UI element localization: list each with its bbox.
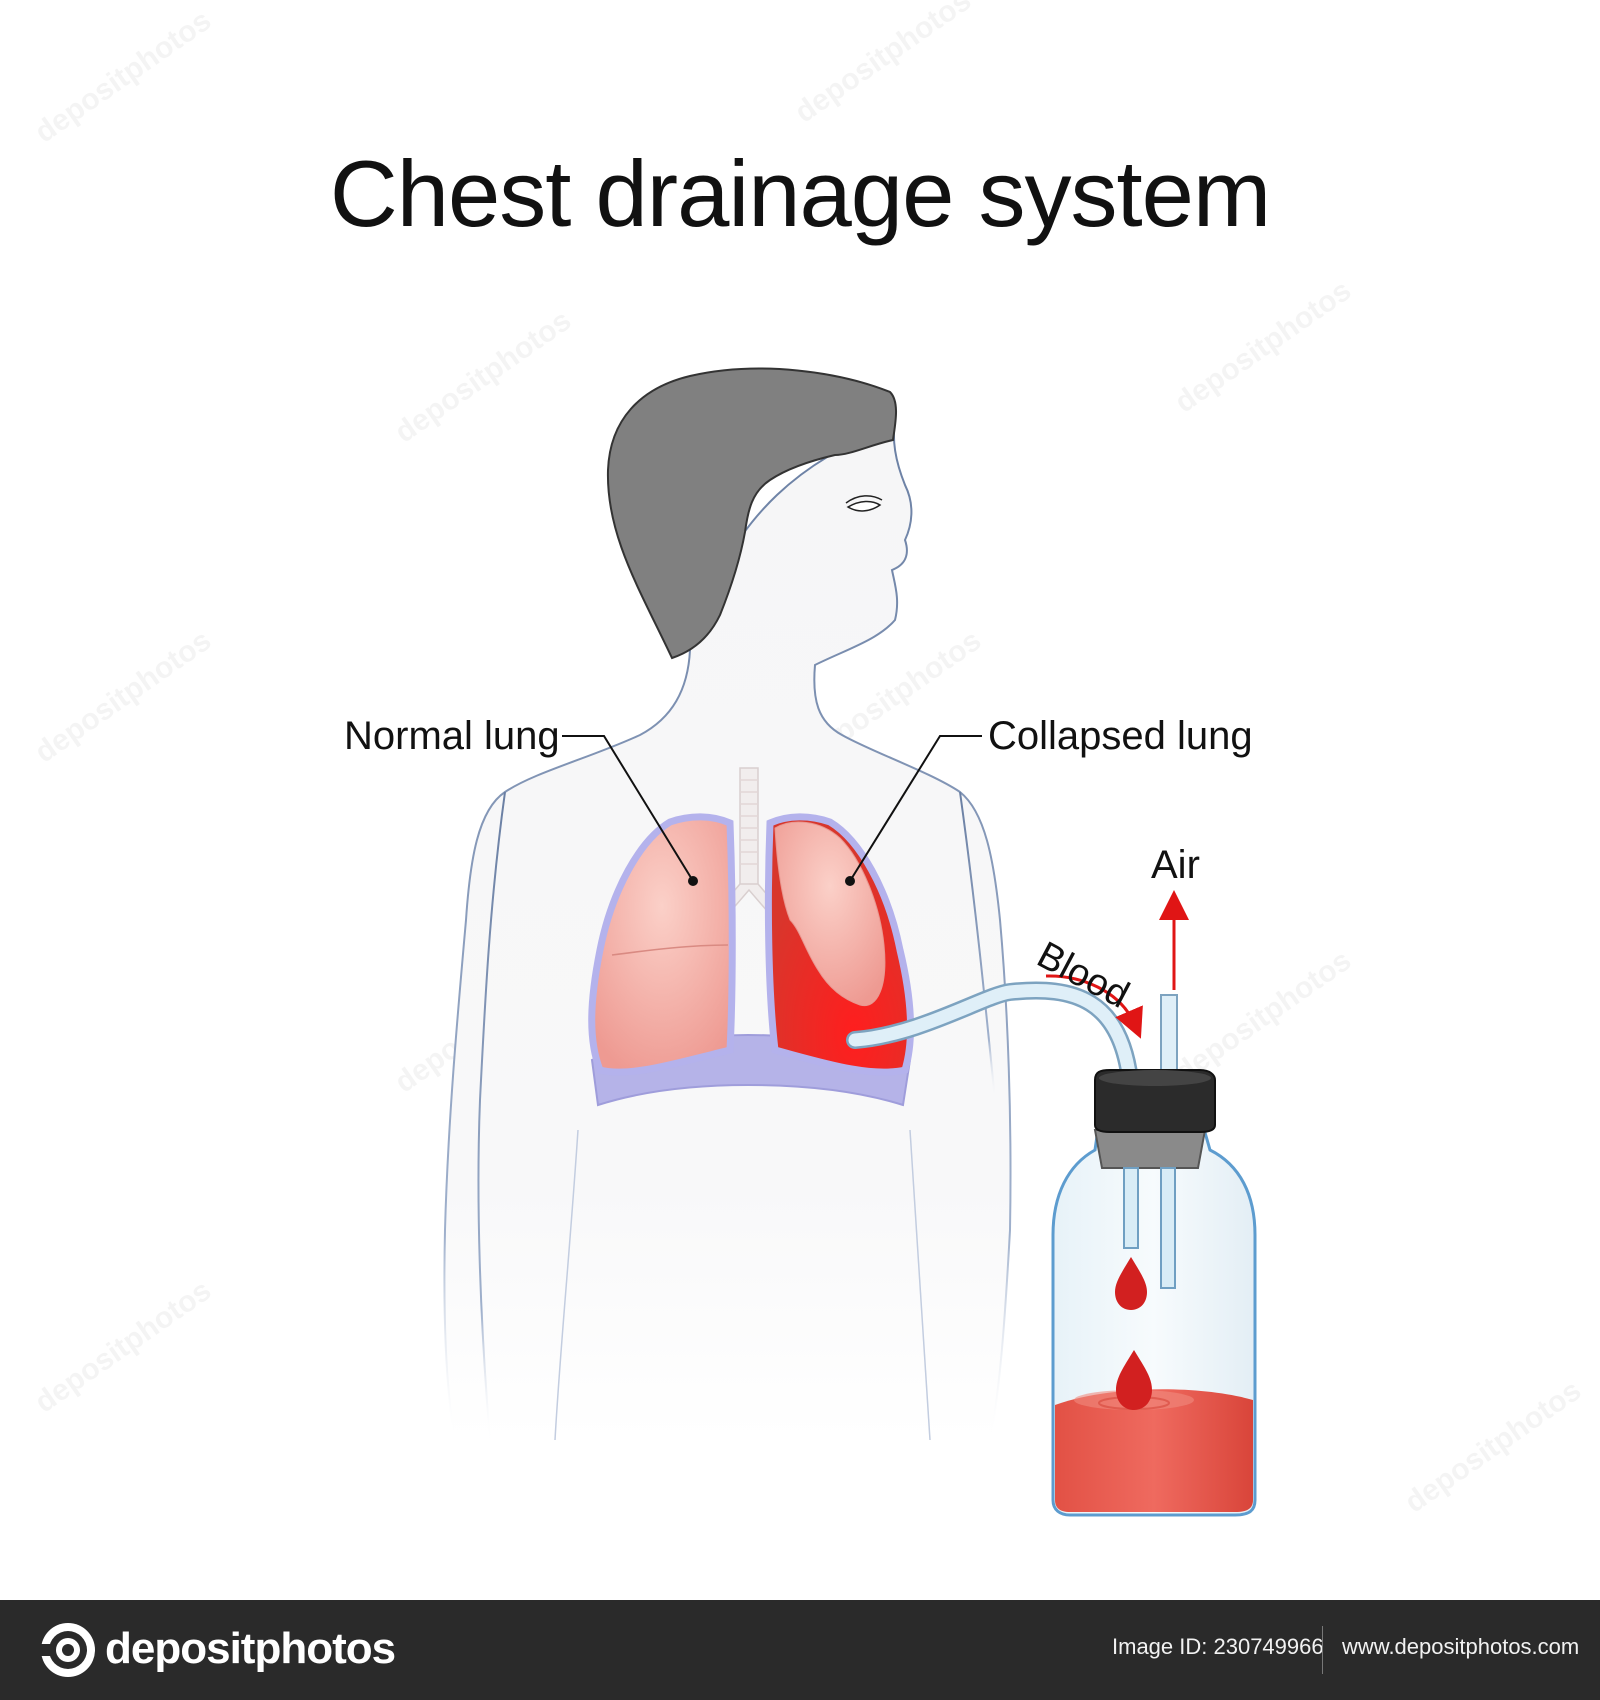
collected-blood: [1055, 1389, 1253, 1512]
torso-side-line: [909, 1129, 931, 1441]
normal-lung-label: Normal lung: [344, 714, 560, 758]
torso-side-line: [554, 1129, 579, 1441]
website-url: www.depositphotos.com: [1342, 1634, 1580, 1659]
trachea-rings: [740, 779, 758, 865]
image-id: Image ID: 230749966: [1112, 1634, 1324, 1659]
vent-tube-inside: [1160, 1167, 1176, 1289]
right-arm-outline: [959, 791, 996, 1101]
camera-logo-icon: [40, 1623, 95, 1677]
inlet-tube-inside: [1123, 1167, 1139, 1249]
lung-fissure: [611, 944, 729, 956]
bottle-cap: [1094, 1069, 1216, 1133]
eyelid: [845, 495, 883, 504]
brand-name: depositphotos: [105, 1624, 396, 1673]
cap-top: [1099, 1070, 1211, 1086]
collapsed-lung-leader: [849, 735, 982, 882]
drainage-tube-inner: [848, 983, 1137, 1087]
blood-drop: [1115, 1257, 1147, 1310]
normal-lung-leader: [562, 735, 694, 882]
hair: [606, 367, 897, 660]
blood-arrow: [1045, 974, 1143, 1039]
diagram-title: Chest drainage system: [329, 141, 1271, 246]
normal-lung-pointer: [688, 876, 698, 886]
eye: [846, 500, 882, 512]
footer-divider: [1322, 1626, 1323, 1674]
bottle-neck: [1093, 1129, 1207, 1169]
air-label: Air: [1151, 843, 1200, 887]
left-arm-outline: [477, 791, 506, 1441]
illustration: [443, 367, 1257, 1517]
blood-drop: [1116, 1350, 1152, 1410]
collapsed-lung-label: Collapsed lung: [988, 714, 1253, 758]
collapsed-lung-pointer: [845, 876, 855, 886]
stock-footer: depositphotos Image ID: 230749966 www.de…: [0, 1600, 1600, 1700]
